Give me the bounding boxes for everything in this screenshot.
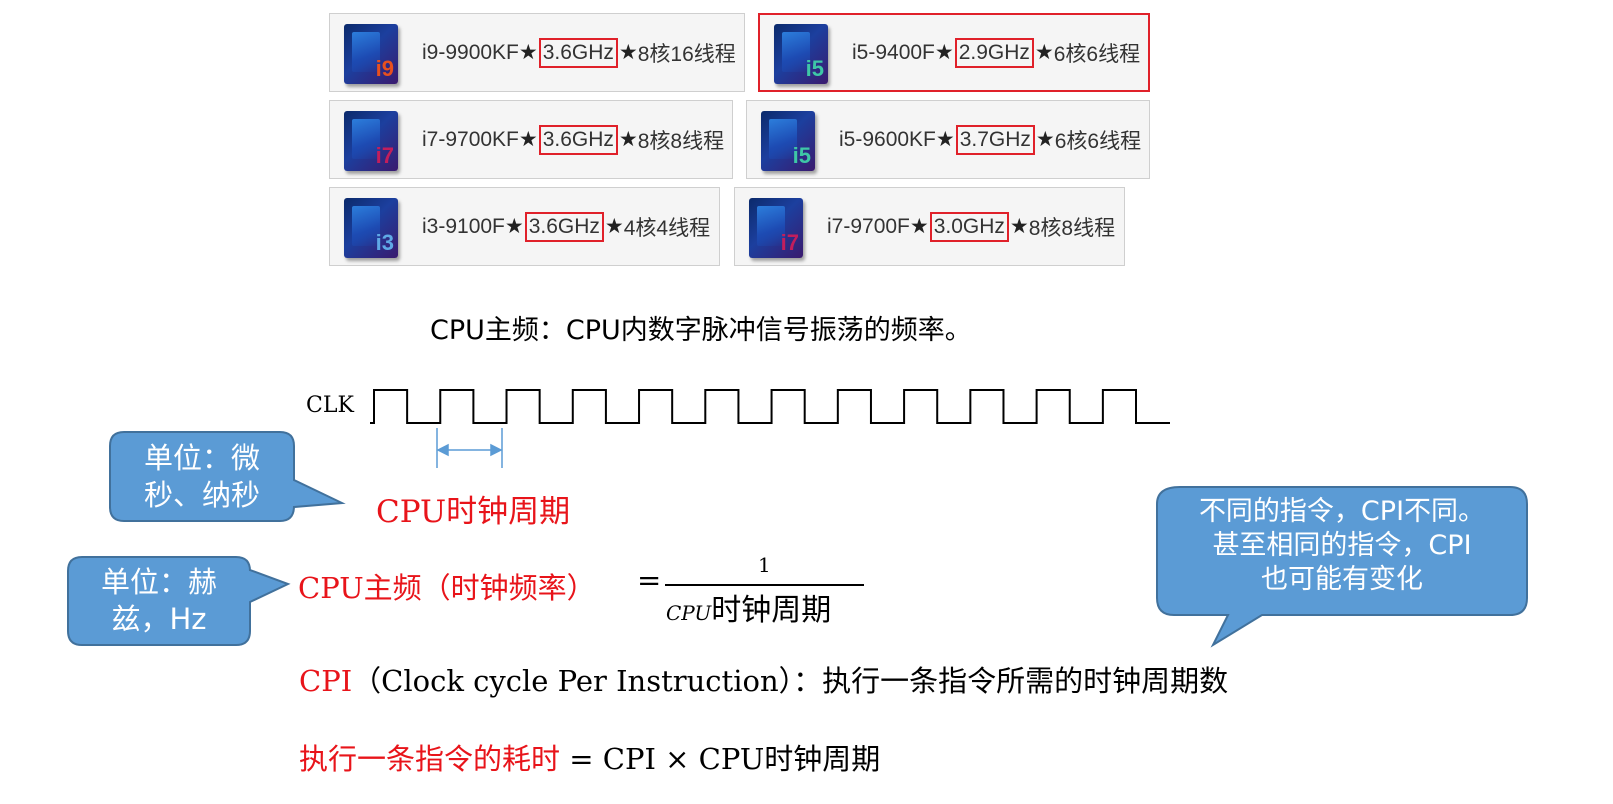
cpu-badge: i5 — [792, 142, 811, 168]
cpu-frequency: 3.7GHz — [955, 124, 1035, 155]
cpu-frequency-term: CPU主频（时钟频率） — [298, 571, 596, 605]
cpu-card-i3-9100f[interactable]: i3 i3-9100F★3.6GHz★4核4线程 — [329, 187, 720, 266]
cpu-cores: 4核4线程 — [623, 216, 711, 240]
cpu-badge: i3 — [375, 229, 394, 255]
denominator-text: 时钟周期 — [711, 593, 832, 628]
callout-cpi: 不同的指令，CPI不同。 甚至相同的指令，CPI 也可能有变化 — [1158, 495, 1526, 597]
cpi-term: CPI — [299, 664, 353, 698]
star-icon: ★ — [618, 41, 638, 64]
star-icon: ★ — [504, 215, 524, 238]
cpu-frequency: 3.6GHz — [538, 124, 618, 155]
star-icon: ★ — [1009, 215, 1029, 238]
cpu-box-image: i5 — [768, 20, 834, 86]
cpu-frequency: 2.9GHz — [954, 37, 1034, 68]
cpi-definition: CPI（Clock cycle Per Instruction）：执行一条指令所… — [299, 658, 1228, 700]
cpu-badge: i7 — [780, 229, 799, 255]
cpu-frequency: 3.6GHz — [524, 211, 604, 242]
star-icon: ★ — [518, 128, 538, 151]
callout-line: 兹，Hz — [111, 602, 207, 636]
cpu-cores: 8核8线程 — [1028, 216, 1116, 240]
star-icon: ★ — [1034, 41, 1054, 64]
star-icon: ★ — [1035, 128, 1055, 151]
cpu-box-image: i7 — [338, 107, 404, 173]
callout-line: 秒、纳秒 — [143, 478, 260, 512]
star-icon: ★ — [604, 215, 624, 238]
callout-line: 单位：微 — [143, 441, 260, 475]
fraction-denominator: CPU时钟周期 — [666, 585, 831, 629]
cpu-box-image: i5 — [755, 107, 821, 173]
callout-line: 也可能有变化 — [1261, 564, 1423, 595]
cpu-card-i5-9600kf[interactable]: i5 i5-9600KF★3.7GHz★6核6线程 — [746, 100, 1150, 179]
instruction-time-rhs: = CPI × CPU时钟周期 — [560, 742, 881, 776]
fraction-numerator: 1 — [758, 553, 771, 577]
callout-unit-time: 单位：微 秒、纳秒 — [112, 440, 292, 514]
instruction-time-formula: 执行一条指令的耗时 = CPI × CPU时钟周期 — [299, 736, 880, 778]
cpu-model: i5-9400F — [852, 40, 935, 64]
cpu-card-i9-9900kf[interactable]: i9 i9-9900KF★3.6GHz★8核16线程 — [329, 13, 745, 92]
cpu-card-i7-9700f[interactable]: i7 i7-9700F★3.0GHz★8核8线程 — [734, 187, 1125, 266]
equals-sign: = — [637, 563, 662, 597]
period-arrow — [436, 428, 503, 468]
cpu-badge: i9 — [375, 55, 394, 81]
cpu-model: i5-9600KF — [839, 127, 936, 151]
cpu-model: i9-9900KF — [422, 40, 519, 64]
cpu-cores: 6核6线程 — [1054, 129, 1142, 153]
callout-line: 单位：赫 — [100, 565, 217, 599]
star-icon: ★ — [618, 128, 638, 151]
star-icon: ★ — [935, 128, 955, 151]
star-icon: ★ — [909, 215, 929, 238]
cpu-frequency-definition: CPU主频：CPU内数字脉冲信号振荡的频率。 — [430, 315, 972, 346]
cpu-frequency: 3.0GHz — [929, 211, 1009, 242]
cpu-cores: 8核8线程 — [637, 129, 725, 153]
cpu-badge: i7 — [375, 142, 394, 168]
instruction-time-term: 执行一条指令的耗时 — [299, 742, 561, 776]
cpu-frequency: 3.6GHz — [538, 37, 618, 68]
cpu-model: i7-9700F — [827, 214, 910, 238]
callout-line: 不同的指令，CPI不同。 — [1198, 496, 1486, 527]
cpu-badge: i5 — [805, 55, 824, 81]
cpu-model: i7-9700KF — [422, 127, 519, 151]
cpu-box-image: i7 — [743, 194, 809, 260]
denominator-cpu: CPU — [666, 601, 712, 625]
cpu-box-image: i9 — [338, 20, 404, 86]
cpu-cores: 6核6线程 — [1053, 42, 1141, 66]
callout-line: 甚至相同的指令，CPI — [1212, 530, 1472, 561]
cpu-card-i7-9700kf[interactable]: i7 i7-9700KF★3.6GHz★8核8线程 — [329, 100, 733, 179]
callout-unit-freq: 单位：赫 兹，Hz — [70, 564, 248, 638]
star-icon: ★ — [934, 41, 954, 64]
cpu-box-image: i3 — [338, 194, 404, 260]
cpu-cores: 8核16线程 — [637, 42, 736, 66]
clock-signal-line — [370, 389, 1170, 424]
cpu-clock-period-label: CPU时钟周期 — [376, 494, 571, 530]
cpu-model: i3-9100F — [422, 214, 505, 238]
star-icon: ★ — [518, 41, 538, 64]
clk-label: CLK — [306, 393, 354, 418]
cpi-explanation: （Clock cycle Per Instruction）：执行一条指令所需的时… — [352, 664, 1229, 698]
cpu-card-i5-9400f[interactable]: i5 i5-9400F★2.9GHz★6核6线程 — [758, 13, 1150, 92]
